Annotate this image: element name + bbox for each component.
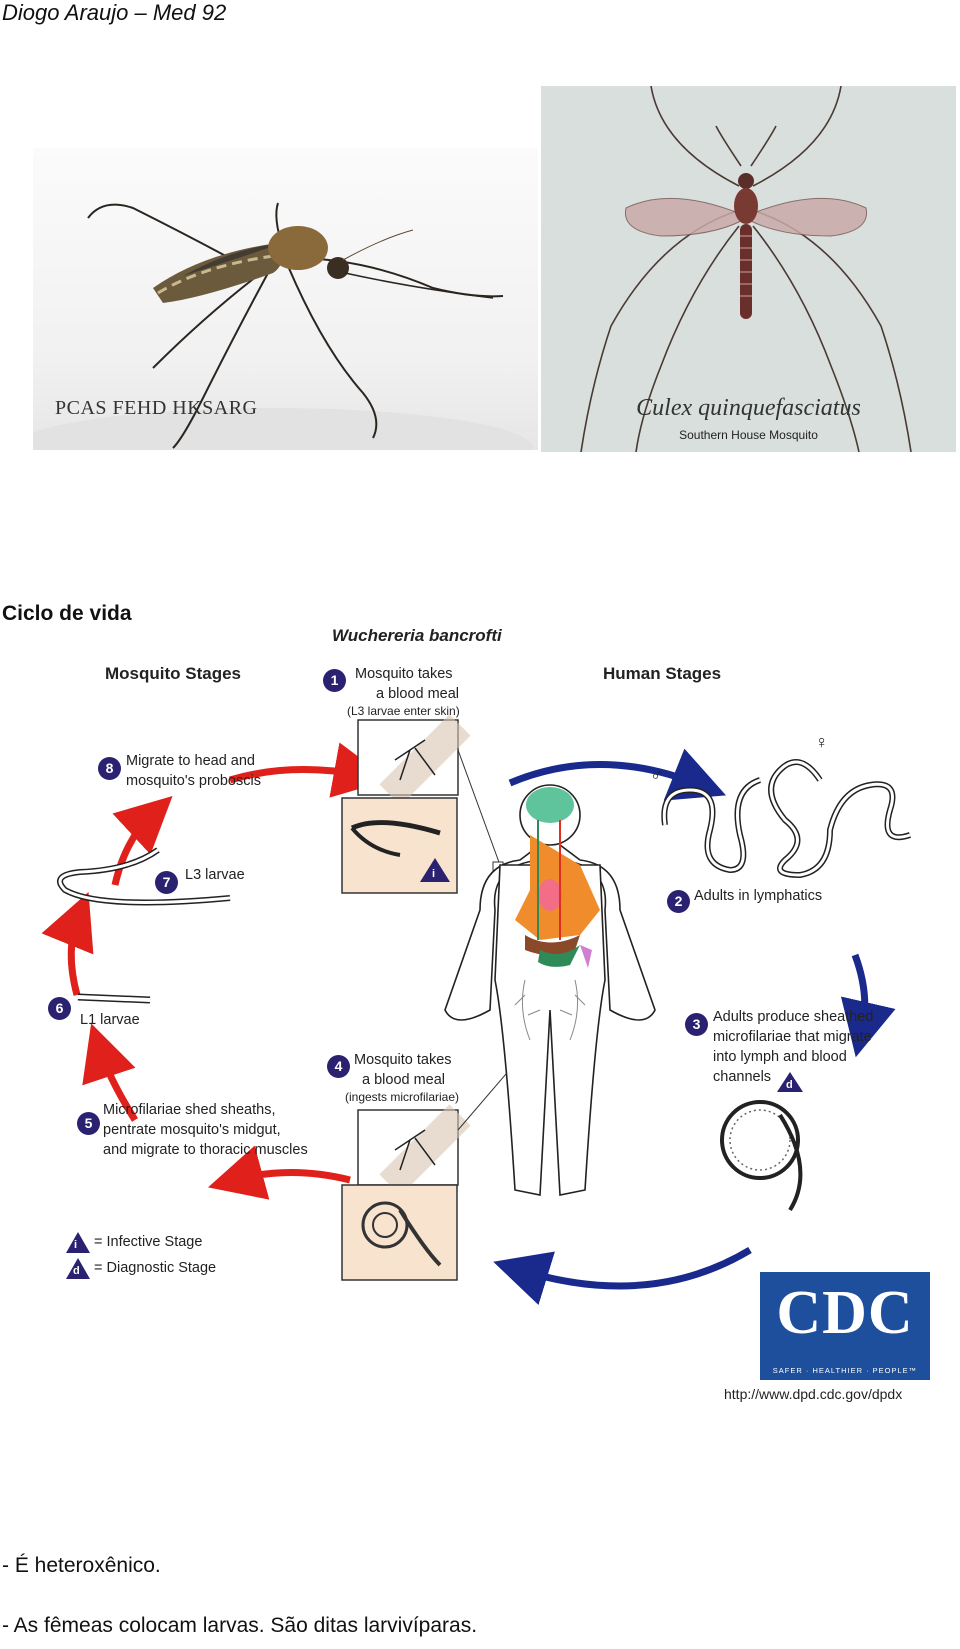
legend-infective-icon: i (74, 1239, 78, 1251)
arrow-1-to-2 (508, 748, 727, 801)
arrow-3-to-4 (493, 1246, 752, 1305)
life-cycle-artwork (41, 714, 911, 1305)
step-5-badge: 5 (77, 1112, 100, 1135)
step-7-text: L3 larvae (185, 867, 245, 883)
life-cycle-diagram: Wuchereria bancrofti Mosquito Stages Hum… (40, 626, 940, 1420)
species-caption: Culex quinquefasciatus (636, 395, 861, 421)
infective-marker-icon: i (432, 868, 436, 880)
step-3-line1: Adults produce sheathed (713, 1009, 874, 1025)
step-8-badge: 8 (98, 757, 121, 780)
arrow-8-to-1 (228, 742, 390, 798)
culex-illustration (580, 86, 912, 452)
species-common-name: Southern House Mosquito (679, 428, 818, 442)
step-3-badge: 3 (685, 1013, 708, 1036)
bullet-heteroxenic: - É heteroxênico. (2, 1554, 161, 1577)
step-1-line2: a blood meal (376, 686, 460, 702)
female-symbol: ♀ (815, 732, 829, 752)
diagnostic-marker-icon: d (786, 1079, 793, 1091)
human-stages-heading: Human Stages (603, 664, 722, 683)
arrow-7-to-8 (111, 795, 173, 886)
step-8-line2: mosquito's proboscis (126, 773, 261, 789)
mosquito-photo-right: Culex quinquefasciatus Southern House Mo… (541, 86, 956, 452)
mosquito-illustration-left (33, 202, 533, 450)
step-3-line2: microfilariae that migrate (713, 1029, 872, 1045)
mosquito-photo-left: PCAS FEHD HKSARG (33, 148, 538, 450)
step-3-line3: into lymph and blood (713, 1049, 847, 1065)
cdc-url: http://www.dpd.cdc.gov/dpdx (724, 1386, 903, 1402)
step-8-line1: Migrate to head and (126, 753, 255, 769)
step-1-badge: 1 (323, 669, 346, 692)
step-5-line2: pentrate mosquito's midgut, (103, 1122, 281, 1138)
cdc-logo-text: CDC (776, 1279, 914, 1347)
photo-credit: PCAS FEHD HKSARG (55, 397, 258, 419)
page-header: Diogo Araujo – Med 92 (2, 0, 227, 25)
step-4-line1: Mosquito takes (354, 1052, 452, 1068)
step-4-badge: 4 (327, 1055, 350, 1078)
legend-infective-label: = Infective Stage (94, 1234, 203, 1250)
step-2-badge: 2 (667, 890, 690, 913)
arrow-6-to-7 (41, 892, 94, 996)
legend-diagnostic-label: = Diagnostic Stage (94, 1260, 217, 1276)
cdc-tagline: SAFER · HEALTHIER · PEOPLE™ (772, 1366, 918, 1375)
arrow-4-to-5 (207, 1145, 351, 1200)
bullet-larviparous: - As fêmeas colocam larvas. São ditas la… (2, 1614, 478, 1637)
step-1-note: (L3 larvae enter skin) (347, 704, 460, 718)
mosquito-stages-heading: Mosquito Stages (105, 664, 242, 683)
legend-diagnostic-icon: d (73, 1265, 80, 1277)
step-7-badge: 7 (155, 871, 178, 894)
cdc-logo: CDC SAFER · HEALTHIER · PEOPLE™ (760, 1272, 930, 1380)
step-4-line2: a blood meal (362, 1072, 446, 1088)
step-4-note: (ingests microfilariae) (345, 1090, 460, 1104)
diagram-title: Wuchereria bancrofti (332, 626, 502, 645)
section-title: Ciclo de vida (2, 602, 132, 625)
step-1-line1: Mosquito takes (355, 666, 453, 682)
arrow-5-to-6 (82, 1023, 138, 1122)
step-5-line1: Microfilariae shed sheaths, (103, 1102, 276, 1118)
step-3-line4: channels (713, 1069, 772, 1085)
step-6-badge: 6 (48, 997, 71, 1020)
arrow-2-to-3 (840, 953, 896, 1058)
male-symbol: ♂ (650, 765, 664, 785)
step-5-line3: and migrate to thoracic muscles (103, 1142, 308, 1158)
step-6-text: L1 larvae (80, 1012, 140, 1028)
step-2-text: Adults in lymphatics (694, 888, 823, 904)
